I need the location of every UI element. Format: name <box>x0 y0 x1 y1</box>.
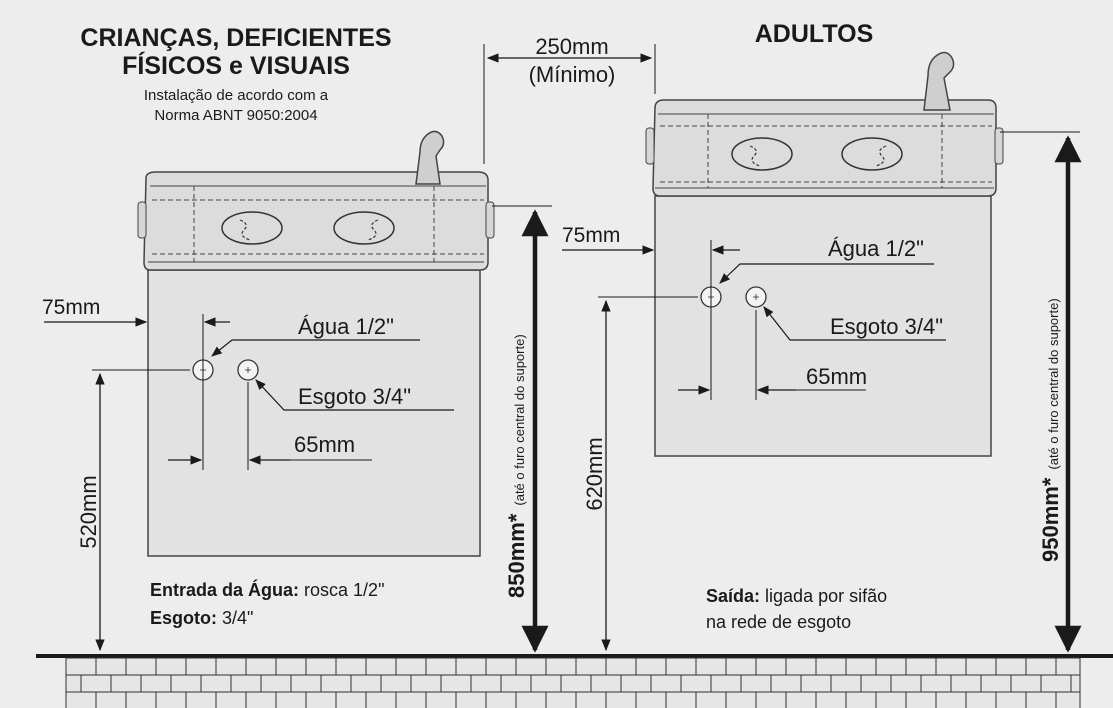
right-water-leader <box>719 263 934 284</box>
note-drain: Esgoto: 3/4" <box>150 608 253 628</box>
right-drain-oval-1 <box>731 137 793 171</box>
right-drain-oval-2 <box>841 137 903 171</box>
left-unit-basin <box>143 171 489 271</box>
note-water-inlet: Entrada da Água: rosca 1/2" <box>150 579 384 600</box>
left-unit-body <box>147 269 481 557</box>
brick-wall-background <box>66 658 1080 708</box>
right-side-bracket-l <box>645 127 655 165</box>
note-outlet-line1: Saída: ligada por sifão <box>706 586 887 606</box>
right-title: ADULTOS <box>755 20 874 48</box>
floor-surface <box>36 654 1113 658</box>
left-title-line2: FÍSICOS e VISUAIS <box>122 51 350 80</box>
right-drain-label: Esgoto 3/4" <box>830 314 943 339</box>
right-drain-leader <box>763 306 946 341</box>
right-total-height-label: 950mm* (até o furo central do suporte) <box>1038 298 1063 562</box>
left-pipe-height-label: 520mm <box>76 475 101 548</box>
right-spacing-label: 65mm <box>806 364 867 389</box>
left-bubbler-spout <box>415 130 445 185</box>
left-drain-swirl-2 <box>367 219 379 241</box>
left-water-label: Água 1/2" <box>298 314 394 339</box>
left-fountain-unit <box>137 130 495 557</box>
gap-note-label: (Mínimo) <box>529 62 616 87</box>
left-title-line1: CRIANÇAS, DEFICIENTES <box>80 24 391 52</box>
right-drain-outlet-hole <box>745 286 767 308</box>
left-side-bracket-r <box>485 201 495 239</box>
left-drain-oval-1 <box>221 211 283 245</box>
left-drain-swirl-1 <box>239 219 251 241</box>
left-drain-oval-2 <box>333 211 395 245</box>
right-side-dim-label: 75mm <box>562 224 620 247</box>
right-drain-swirl-1 <box>749 145 761 167</box>
left-subtitle-line1: Instalação de acordo com a <box>144 87 329 104</box>
brick <box>1055 691 1081 708</box>
brick-wall <box>65 657 1081 708</box>
left-side-bracket-l <box>137 201 147 239</box>
gap-value-label: 250mm <box>535 34 608 59</box>
note-outlet-line2: na rede de esgoto <box>706 612 851 632</box>
left-drain-outlet-hole <box>237 359 259 381</box>
right-pipe-height-label: 620mm <box>582 437 607 510</box>
right-unit-basin <box>652 99 997 197</box>
left-spacing-label: 65mm <box>294 432 355 457</box>
left-total-height-label: 850mm* (até o furo central do suporte) <box>504 334 529 598</box>
left-water-leader <box>211 339 420 357</box>
right-fountain-unit <box>645 51 1004 457</box>
right-bubbler-spout <box>923 51 955 111</box>
left-drain-leader <box>255 379 454 411</box>
left-drain-label: Esgoto 3/4" <box>298 384 411 409</box>
left-side-dim-label: 75mm <box>42 296 100 319</box>
right-water-label: Água 1/2" <box>828 236 924 261</box>
right-drain-swirl-2 <box>875 145 887 167</box>
right-side-bracket-r <box>994 127 1004 165</box>
left-subtitle-line2: Norma ABNT 9050:2004 <box>154 107 317 124</box>
